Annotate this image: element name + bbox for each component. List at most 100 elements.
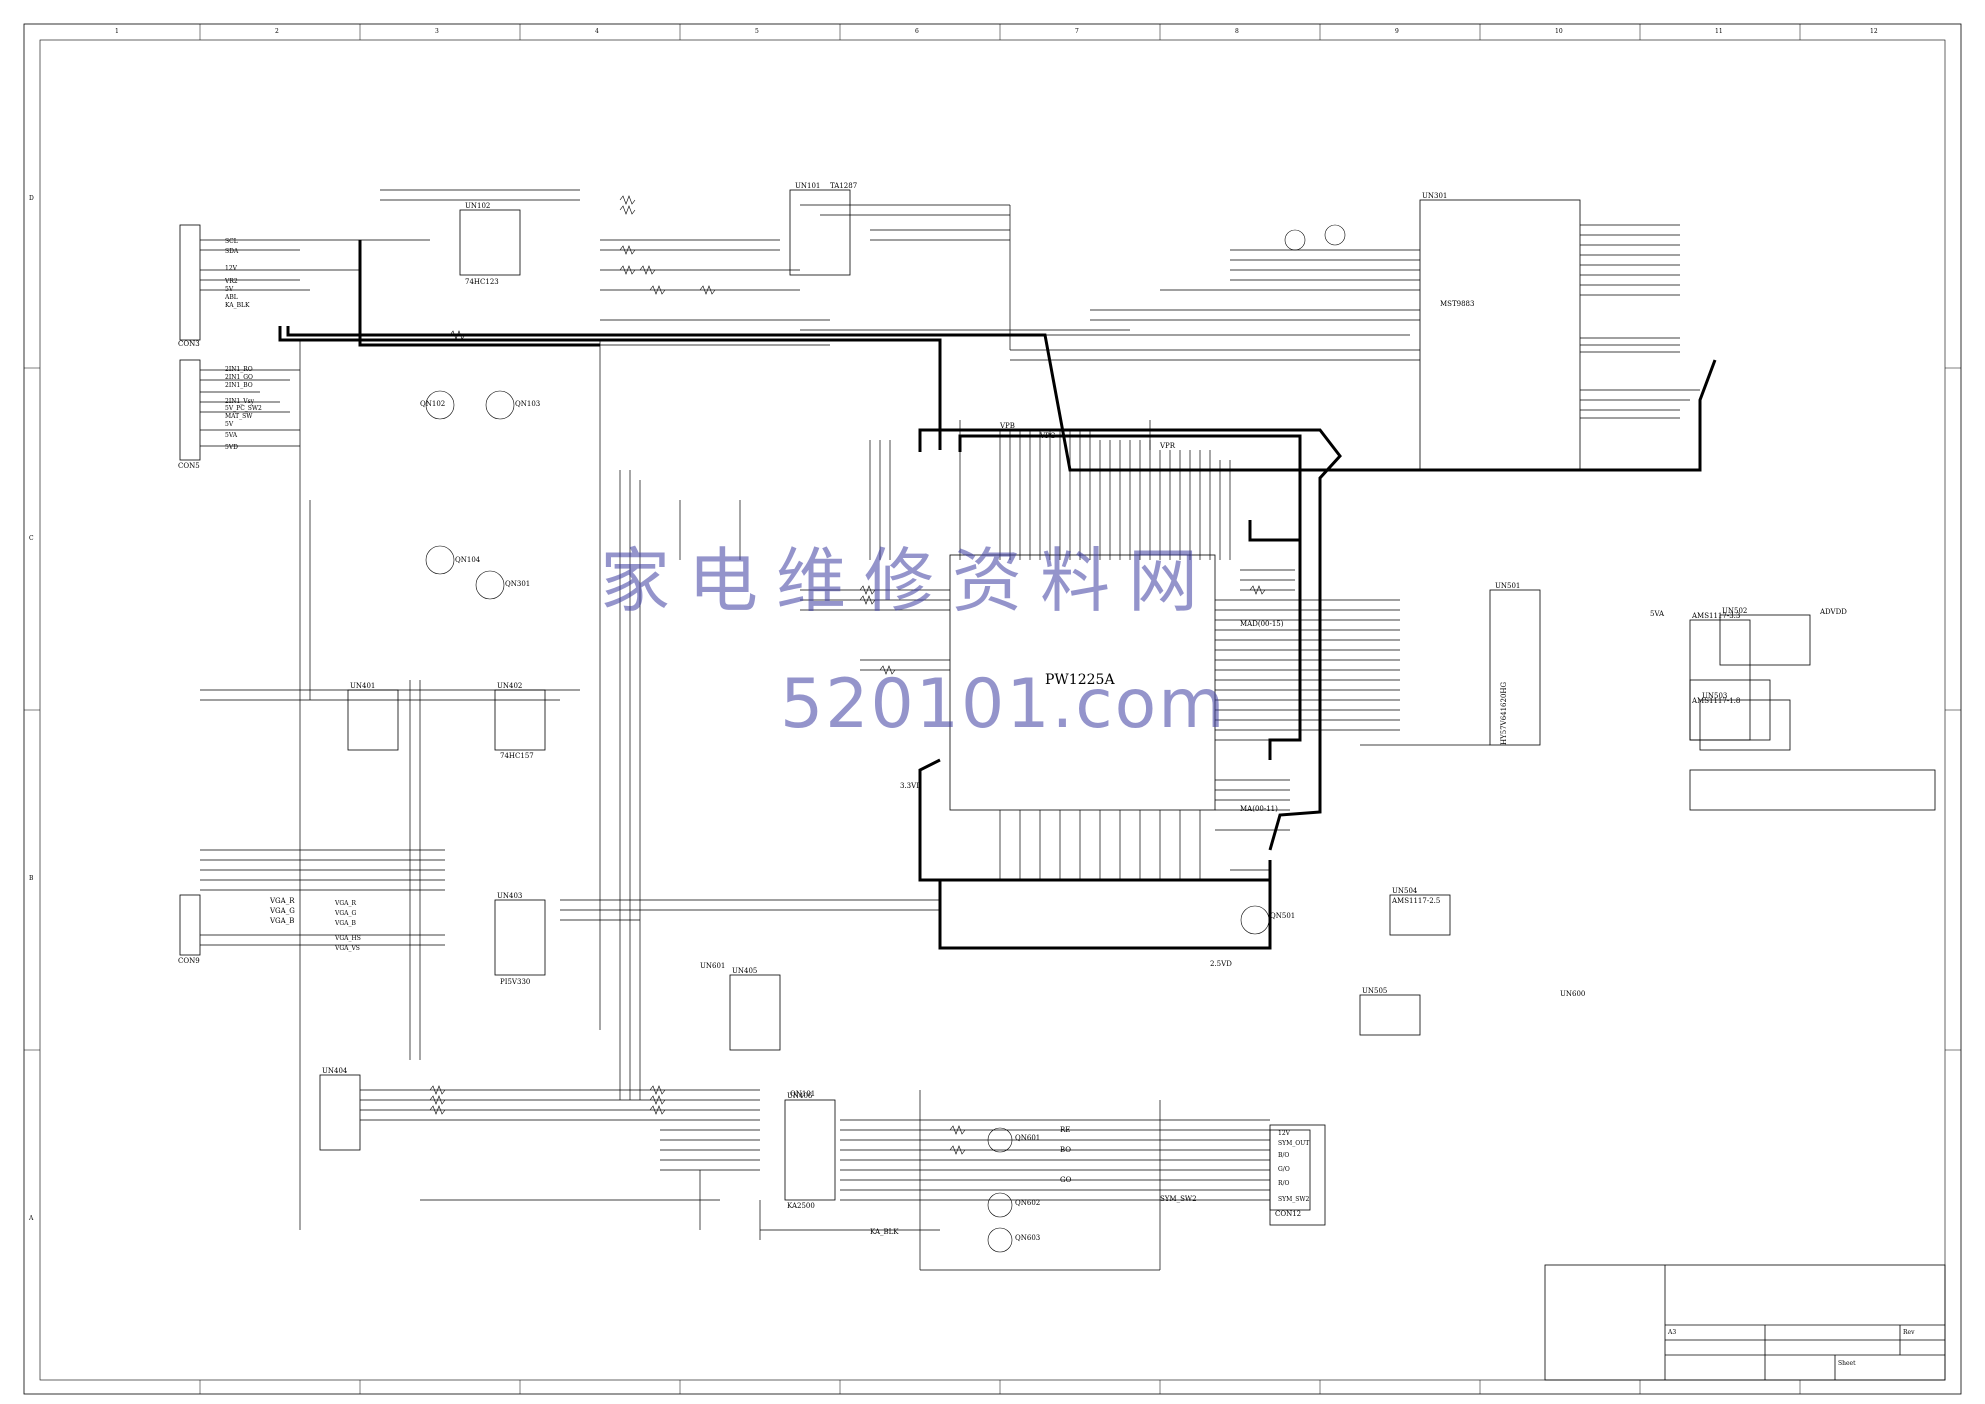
part-label: QN301 xyxy=(505,580,531,588)
connector-pin: 5VD xyxy=(225,444,238,451)
part-label: UN301 xyxy=(1422,192,1448,200)
zone-label: A xyxy=(29,1215,34,1222)
part-label: UN404 xyxy=(322,1067,348,1075)
net-label: VPB xyxy=(1000,422,1015,430)
sdram-ic-label: HY57V641620HG xyxy=(1500,681,1508,745)
zone-label: 8 xyxy=(1235,28,1239,35)
part-label: UN402 xyxy=(497,682,523,690)
part-label: QN101 xyxy=(790,1090,816,1098)
part-label: UN504 xyxy=(1392,887,1418,895)
zone-label: 4 xyxy=(595,28,599,35)
zone-label: C xyxy=(29,535,34,542)
connector-ref: CON5 xyxy=(178,462,200,470)
part-label: QN103 xyxy=(515,400,541,408)
connector-pin: 5V xyxy=(225,421,234,428)
zone-label: 2 xyxy=(275,28,279,35)
part-label: KA2500 xyxy=(787,1202,815,1210)
net-label: VPG xyxy=(1040,432,1056,440)
part-label: PI5V330 xyxy=(500,978,531,986)
zone-label: 10 xyxy=(1555,28,1563,35)
connector-pin: 2IN1_RO xyxy=(225,366,253,373)
net-label: 5VA xyxy=(1650,610,1665,618)
part-label: QN501 xyxy=(1270,912,1296,920)
part-label: UN101 xyxy=(795,182,821,190)
connector-pin: VGA_VS xyxy=(335,945,360,952)
part-label: UN601 xyxy=(700,962,726,970)
part-label: AMS1117-3.3 xyxy=(1692,612,1741,620)
net-label: MAD(00-15) xyxy=(1240,620,1284,628)
net-label: BO xyxy=(1060,1146,1072,1154)
part-label: AMS1117-1.8 xyxy=(1692,697,1741,705)
net-label: VGA_G xyxy=(270,907,295,915)
net-label: MA(00-11) xyxy=(1240,805,1278,813)
part-label: UN102 xyxy=(465,202,491,210)
zone-label: B xyxy=(29,875,34,882)
connector-pin: SDA xyxy=(225,248,239,255)
net-label: GO xyxy=(1060,1176,1072,1184)
connector-pin: 5V xyxy=(225,286,234,293)
connector-pin: VGA_G xyxy=(335,910,357,917)
part-label: UN401 xyxy=(350,682,376,690)
net-label: 3.3VD xyxy=(900,782,922,790)
connector-ref: CON12 xyxy=(1275,1210,1302,1218)
connector-pin: SYM_SW2 xyxy=(1278,1196,1310,1203)
connector-pin: B/O xyxy=(1278,1152,1290,1159)
part-label: UN405 xyxy=(732,967,758,975)
connector-pin: 12V xyxy=(1278,1130,1290,1137)
part-label: UN503 xyxy=(1702,692,1728,700)
connector-pin: G/O xyxy=(1278,1166,1290,1173)
connector-pin: 2IN1_Vsy xyxy=(225,398,255,405)
part-label: UN600 xyxy=(1560,990,1586,998)
connector-pin: VGA_R xyxy=(335,900,356,907)
connector-pin: 5V_PC_SW2 xyxy=(225,405,262,412)
main-ic-label: PW1225A xyxy=(1045,672,1115,688)
zone-label: 12 xyxy=(1870,28,1878,35)
part-label: QN602 xyxy=(1015,1199,1041,1207)
net-label: VGA_B xyxy=(270,917,295,925)
connector-ref: CON3 xyxy=(178,340,200,348)
part-label: QN601 xyxy=(1015,1134,1041,1142)
net-label: ADVDD xyxy=(1820,608,1847,616)
zone-label: 1 xyxy=(115,28,119,35)
zone-label: 11 xyxy=(1715,28,1723,35)
connector-pin: SYM_OUT xyxy=(1278,1140,1310,1147)
connector-pin: 5VA xyxy=(225,432,238,439)
adc-ic-label: MST9883 xyxy=(1440,300,1475,308)
connector-pin: KA_BLK xyxy=(225,302,250,309)
part-label: UN501 xyxy=(1495,582,1521,590)
connector-pin: VGA_B xyxy=(335,920,356,927)
part-label: TA1287 xyxy=(830,182,858,190)
connector-ref: CON9 xyxy=(178,957,200,965)
title-sheet-label: Sheet xyxy=(1838,1360,1856,1367)
connector-pin: MAT_SW xyxy=(225,413,253,420)
part-label: QN102 xyxy=(420,400,446,408)
connector-pin: VR2 xyxy=(225,278,238,285)
net-label: RE xyxy=(1060,1126,1071,1134)
connector-pin: SCL xyxy=(225,238,238,245)
connector-pin: 12V xyxy=(225,265,237,272)
net-label: 2.5VD xyxy=(1210,960,1232,968)
part-label: UN403 xyxy=(497,892,523,900)
zone-label: D xyxy=(29,195,34,202)
net-label: VGA_R xyxy=(270,897,295,905)
part-label: UN502 xyxy=(1722,607,1748,615)
part-label: 74HC157 xyxy=(500,752,534,760)
title-size-label: A3 xyxy=(1668,1329,1677,1336)
zone-label: 9 xyxy=(1395,28,1399,35)
net-label: VPR xyxy=(1160,442,1176,450)
part-label: AMS1117-2.5 xyxy=(1392,897,1441,905)
connector-pin: 2IN1_GO xyxy=(225,374,253,381)
part-label: QN104 xyxy=(455,556,481,564)
connector-pin: ABL xyxy=(225,294,238,301)
zone-label: 6 xyxy=(915,28,919,35)
net-label: KA_BLK xyxy=(870,1228,899,1236)
part-label: QN603 xyxy=(1015,1234,1041,1242)
connector-pin: R/O xyxy=(1278,1180,1290,1187)
part-label: UN505 xyxy=(1362,987,1388,995)
zone-label: 7 xyxy=(1075,28,1079,35)
part-label: UN406 xyxy=(787,1092,813,1100)
net-label: SYM_SW2 xyxy=(1160,1195,1197,1203)
part-label: 74HC123 xyxy=(465,278,499,286)
